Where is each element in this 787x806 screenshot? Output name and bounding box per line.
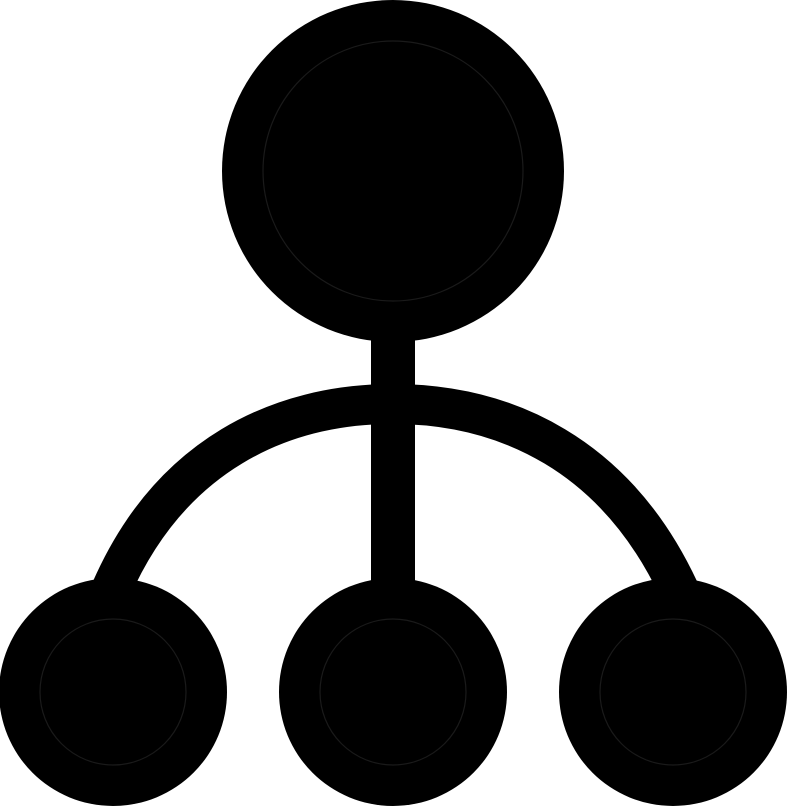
child-node-center [279,578,507,806]
parent-node-inner-ring [262,40,524,302]
connector-stem [371,300,415,600]
child-node-right-inner-ring [599,618,747,766]
child-node-right [559,578,787,806]
child-node-center-inner-ring [319,618,467,766]
child-node-left-inner-ring [39,618,187,766]
parent-node [222,0,564,342]
child-node-left [0,578,227,806]
